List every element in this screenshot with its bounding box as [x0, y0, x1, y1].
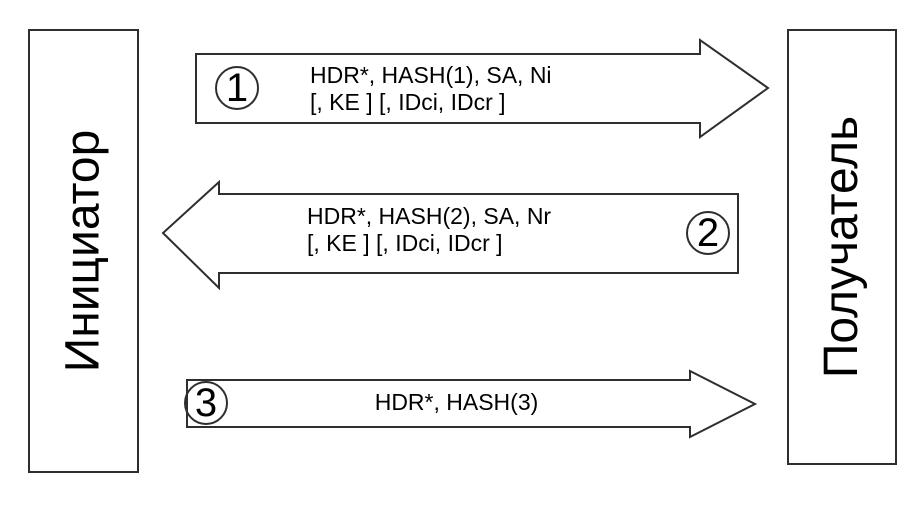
arrow-right-1	[195, 38, 770, 139]
message-1-number-badge: 1	[215, 66, 259, 110]
arrow-right-3	[186, 369, 758, 439]
receiver-box: Получатель	[787, 29, 897, 465]
message-3-number-badge: 3	[184, 381, 228, 425]
message-1-text: HDR*, HASH(1), SA, Ni [, KE ] [, IDci, I…	[310, 62, 552, 116]
message-2-number-badge: 2	[686, 211, 730, 255]
arrow-left-2	[161, 179, 739, 291]
message-2-number: 2	[696, 211, 720, 255]
message-1-number: 1	[225, 66, 249, 110]
message-2-line-2: [, KE ] [, IDci, IDcr ]	[307, 230, 503, 256]
message-3-number: 3	[194, 381, 218, 425]
message-2-text: HDR*, HASH(2), SA, Nr [, KE ] [, IDci, I…	[307, 203, 551, 257]
message-2-line-1: HDR*, HASH(2), SA, Nr	[307, 203, 552, 229]
message-1-line-1: HDR*, HASH(1), SA, Ni	[310, 62, 552, 88]
message-1-line-2: [, KE ] [, IDci, IDcr ]	[310, 89, 506, 115]
message-3-line-1: HDR*, HASH(3)	[374, 389, 539, 415]
initiator-box: Инициатор	[28, 29, 139, 473]
message-3-text: HDR*, HASH(3)	[205, 389, 708, 416]
